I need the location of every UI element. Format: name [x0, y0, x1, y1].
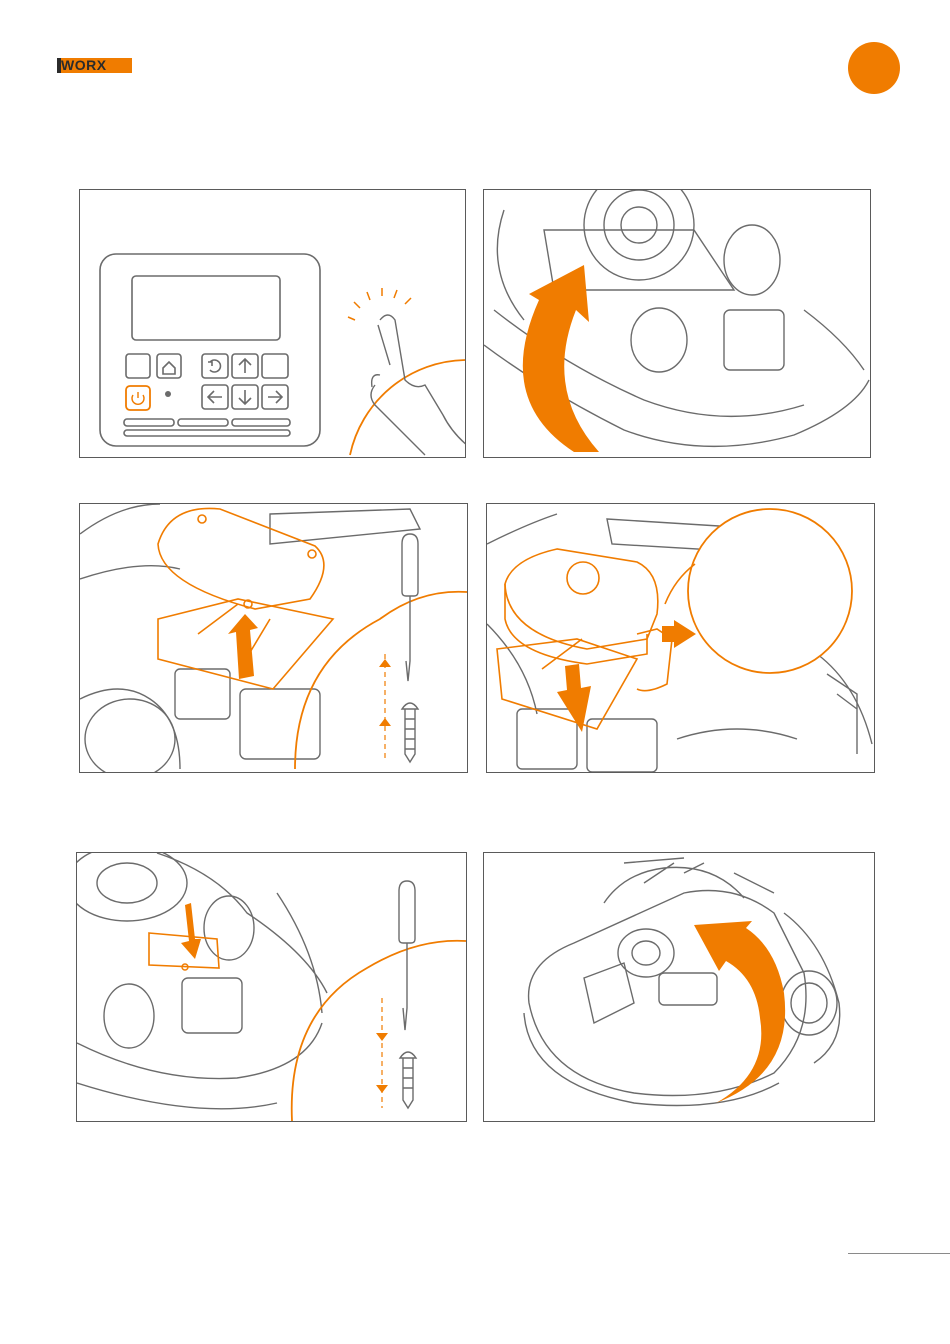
screw-icon — [402, 703, 418, 762]
page-number-badge — [848, 42, 900, 94]
figure-panel-3 — [79, 503, 468, 773]
figure-panel-6 — [483, 852, 875, 1122]
cover-fasten-illustration — [77, 853, 466, 1121]
figure-panel-5 — [76, 852, 467, 1122]
figure-panel-1 — [79, 189, 466, 458]
cover-plate-icon — [149, 933, 219, 968]
connector-arrow-icon — [662, 620, 696, 648]
blank-key-icon — [126, 354, 150, 378]
worx-logo: WORX — [57, 58, 132, 73]
cover-removal-illustration — [80, 504, 467, 772]
back-button-icon — [202, 354, 228, 378]
footer-rule — [848, 1253, 950, 1254]
mower-flip-illustration — [484, 853, 874, 1121]
indicator-led-icon — [165, 391, 171, 397]
connector-callout-icon — [665, 509, 852, 673]
control-panel-icon — [100, 254, 320, 446]
finger-press-icon — [348, 288, 465, 455]
module-install-illustration — [487, 504, 874, 772]
display-screen-icon — [132, 276, 280, 340]
figure-panel-2 — [483, 189, 871, 458]
logo-text: WORX — [61, 57, 107, 74]
mower-underside-illustration — [484, 190, 870, 457]
control-panel-illustration — [80, 190, 465, 457]
figure-panel-4 — [486, 503, 875, 773]
screwdriver-icon — [399, 881, 415, 1030]
flip-arrow-icon — [694, 921, 785, 1103]
mower-underside-icon — [77, 853, 327, 1109]
blank-key-icon-2 — [262, 354, 288, 378]
flip-arrow-icon — [523, 265, 599, 452]
mower-top-icon — [524, 858, 840, 1106]
screwdriver-icon — [402, 534, 418, 681]
screw-icon — [400, 1052, 416, 1108]
down-arrow-icon — [181, 903, 201, 959]
